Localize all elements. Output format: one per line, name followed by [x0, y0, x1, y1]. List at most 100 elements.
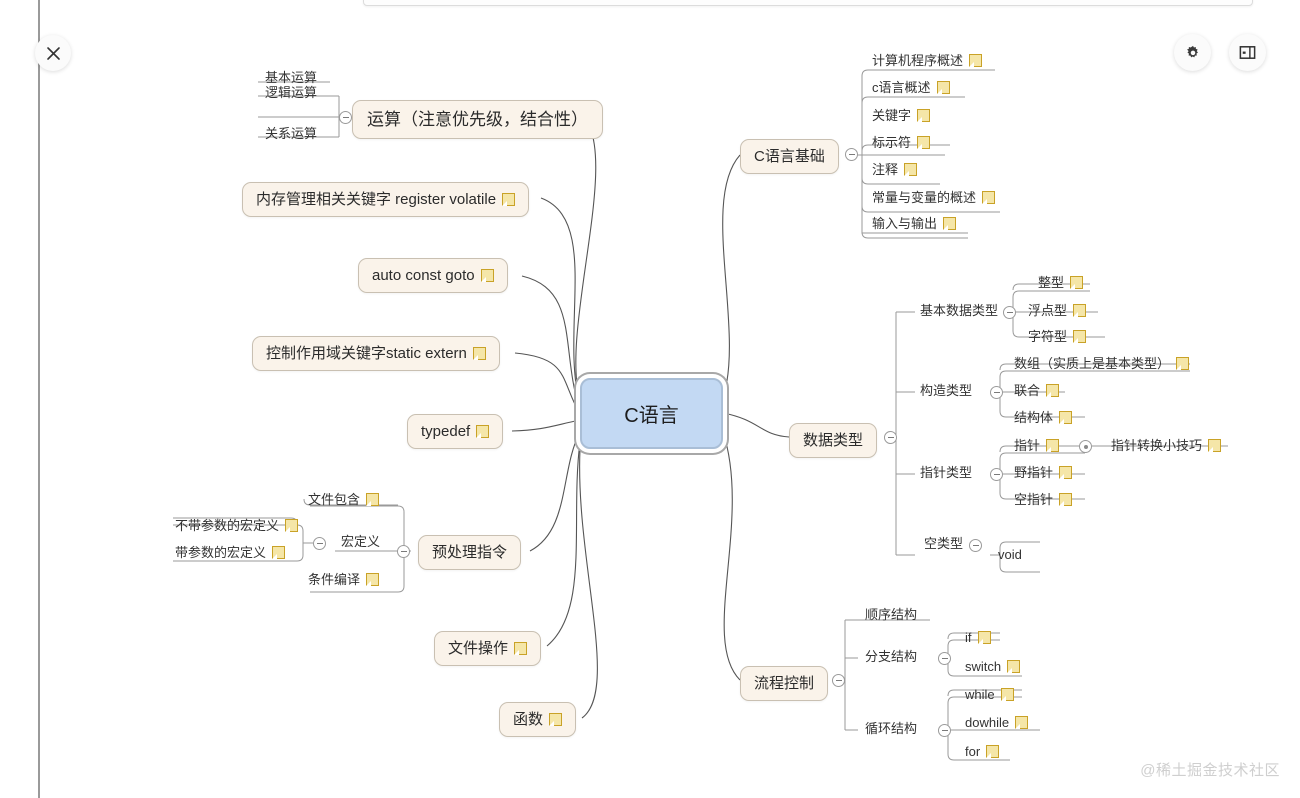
leaf-void[interactable]: void	[995, 548, 1025, 565]
note-icon	[917, 109, 931, 122]
toggle-loop-structure[interactable]	[938, 724, 951, 737]
leaf-basic-operation[interactable]: 基本运算	[262, 71, 320, 88]
leaf-branch-structure[interactable]: 分支结构	[862, 650, 920, 667]
node-label: 指针类型	[920, 465, 973, 480]
close-button[interactable]	[35, 35, 71, 71]
leaf-float-type[interactable]: 浮点型	[1025, 304, 1089, 321]
node-label: 函数	[513, 711, 544, 728]
leaf-integer-type[interactable]: 整型	[1035, 276, 1086, 293]
node-function[interactable]: 函数	[499, 702, 577, 737]
toggle-void-type[interactable]	[969, 539, 982, 552]
leaf-logical-operation[interactable]: 逻辑运算	[262, 86, 320, 103]
node-preprocessor[interactable]: 预处理指令	[418, 535, 522, 570]
note-icon	[366, 493, 380, 506]
node-label: 循环结构	[865, 721, 918, 736]
close-icon	[46, 46, 60, 60]
node-c-basics[interactable]: C语言基础	[740, 139, 839, 174]
toggle-construct-types[interactable]	[990, 386, 1003, 399]
note-icon	[1007, 660, 1021, 673]
node-label: typedef	[421, 423, 471, 440]
node-memory-keywords[interactable]: 内存管理相关关键字 register volatile	[242, 182, 530, 217]
note-icon	[1059, 466, 1073, 479]
leaf-identifier[interactable]: 标示符	[869, 136, 933, 153]
node-file-operation[interactable]: 文件操作	[434, 631, 542, 666]
node-label: 输入与输出	[872, 216, 938, 231]
leaf-union[interactable]: 联合	[1011, 384, 1062, 401]
leaf-char-type[interactable]: 字符型	[1025, 330, 1089, 347]
leaf-constants-variables[interactable]: 常量与变量的概述	[869, 191, 998, 208]
leaf-pointer[interactable]: 指针	[1011, 439, 1062, 456]
node-data-types[interactable]: 数据类型	[789, 423, 878, 458]
leaf-computer-program-overview[interactable]: 计算机程序概述	[869, 54, 985, 71]
leaf-array[interactable]: 数组（实质上是基本类型）	[1011, 357, 1192, 374]
node-typedef[interactable]: typedef	[407, 414, 504, 449]
node-label: 空类型	[924, 536, 964, 551]
root-node[interactable]: C语言	[580, 378, 723, 449]
leaf-c-language-overview[interactable]: c语言概述	[869, 81, 953, 98]
top-panel-strip	[363, 0, 1253, 6]
leaf-for[interactable]: for	[962, 745, 1002, 762]
watermark: @稀土掘金技术社区	[1140, 762, 1280, 779]
note-icon	[472, 347, 486, 360]
leaf-while[interactable]: while	[962, 688, 1017, 705]
node-scope-keywords[interactable]: 控制作用域关键字static extern	[252, 336, 500, 371]
node-label: 关键字	[872, 108, 912, 123]
settings-button[interactable]	[1174, 34, 1211, 71]
node-label: 联合	[1014, 383, 1041, 398]
node-label: 基本数据类型	[920, 303, 999, 318]
leaf-construct-types[interactable]: 构造类型	[917, 384, 975, 401]
node-label: 基本运算	[265, 70, 318, 85]
node-label: 数据类型	[803, 432, 864, 449]
node-label: while	[965, 687, 995, 702]
leaf-null-pointer[interactable]: 空指针	[1011, 493, 1075, 510]
toggle-data-types[interactable]	[884, 431, 897, 444]
leaf-switch[interactable]: switch	[962, 660, 1023, 677]
node-label: 带参数的宏定义	[175, 545, 267, 560]
leaf-wild-pointer[interactable]: 野指针	[1011, 466, 1075, 483]
toggle-branch-structure[interactable]	[938, 652, 951, 665]
leaf-pointer-types[interactable]: 指针类型	[917, 466, 975, 483]
toggle-macro-define[interactable]	[313, 537, 326, 550]
note-icon	[1073, 304, 1087, 317]
leaf-relational-operation[interactable]: 关系运算	[262, 127, 320, 144]
node-label: 运算（注意优先级，结合性）	[367, 110, 588, 129]
node-label: 空指针	[1014, 492, 1054, 507]
panel-toggle-button[interactable]	[1229, 34, 1266, 71]
leaf-if[interactable]: if	[962, 631, 994, 648]
node-label: 计算机程序概述	[872, 53, 964, 68]
toggle-flow-control[interactable]	[832, 674, 845, 687]
leaf-struct[interactable]: 结构体	[1011, 411, 1075, 428]
leaf-loop-structure[interactable]: 循环结构	[862, 722, 920, 739]
leaf-pointer-conversion-tips[interactable]: 指针转换小技巧	[1108, 439, 1224, 456]
note-icon	[936, 81, 950, 94]
node-operations[interactable]: 运算（注意优先级，结合性）	[352, 100, 603, 139]
node-auto-const-goto[interactable]: auto const goto	[358, 258, 508, 293]
leaf-comment[interactable]: 注释	[869, 163, 920, 180]
node-label: 数组（实质上是基本类型）	[1014, 356, 1171, 371]
node-label: dowhile	[965, 715, 1010, 730]
leaf-macro-no-args[interactable]: 不带参数的宏定义	[172, 519, 301, 536]
leaf-dowhile[interactable]: dowhile	[962, 716, 1031, 733]
node-label: 顺序结构	[865, 607, 918, 622]
leaf-macro-with-args[interactable]: 带参数的宏定义	[172, 546, 288, 563]
toggle-operations[interactable]	[339, 111, 352, 124]
toggle-preprocessor[interactable]	[397, 545, 410, 558]
leaf-void-type[interactable]: 空类型	[921, 537, 966, 554]
leaf-keywords[interactable]: 关键字	[869, 109, 933, 126]
note-icon	[366, 573, 380, 586]
toggle-c-basics[interactable]	[845, 148, 858, 161]
node-flow-control[interactable]: 流程控制	[740, 666, 829, 701]
leaf-sequence-structure[interactable]: 顺序结构	[862, 608, 920, 625]
toggle-basic-data-types[interactable]	[1003, 306, 1016, 319]
leaf-conditional-compile[interactable]: 条件编译	[305, 573, 382, 590]
leaf-input-output[interactable]: 输入与输出	[869, 217, 959, 234]
toggle-pointer-types[interactable]	[990, 468, 1003, 481]
note-icon	[1073, 330, 1087, 343]
leaf-macro-define[interactable]: 宏定义	[338, 535, 383, 552]
node-label: 整型	[1038, 275, 1065, 290]
leaf-file-include[interactable]: 文件包含	[305, 493, 382, 510]
leaf-basic-data-types[interactable]: 基本数据类型	[917, 304, 1001, 321]
toggle-pointer[interactable]	[1079, 440, 1092, 453]
node-label: C语言基础	[754, 148, 825, 165]
